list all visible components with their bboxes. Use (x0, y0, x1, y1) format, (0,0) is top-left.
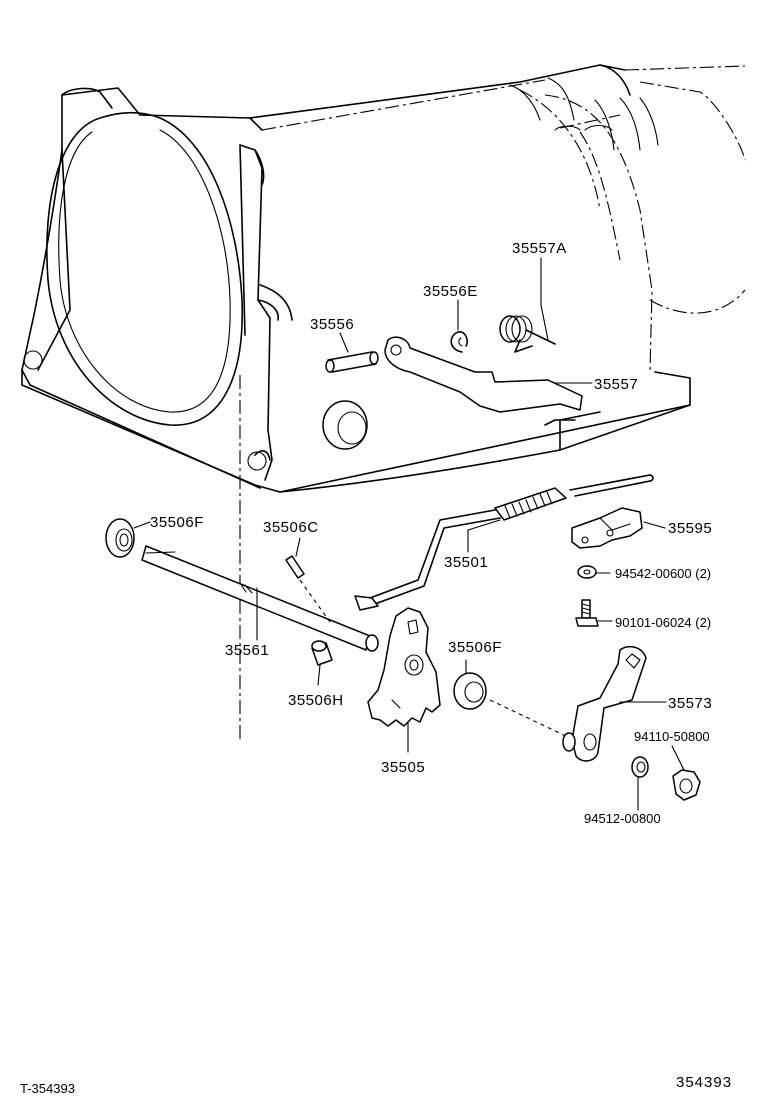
part-35595-bracket (571, 507, 643, 549)
label-35561: 35561 (225, 642, 269, 659)
label-90101-06024: 90101-06024 (2) (615, 615, 711, 630)
label-35506F-left: 35506F (150, 514, 204, 531)
part-35506H-bushing (311, 640, 333, 666)
part-35557-lever (384, 336, 583, 413)
part-90101-bolt (575, 599, 599, 627)
part-35556E-clip (450, 331, 469, 353)
label-35557: 35557 (594, 376, 638, 393)
footer-right-code: 354393 (676, 1074, 732, 1091)
label-35506F-right: 35506F (448, 639, 502, 656)
part-35506C-pin (285, 555, 331, 623)
label-35573: 35573 (668, 695, 712, 712)
part-labels: 35557A 35556E 35556 35557 35506F 35506C … (150, 240, 712, 826)
part-94512-washer (631, 756, 649, 778)
part-35505-sector (367, 607, 441, 727)
label-35556E: 35556E (423, 283, 478, 300)
part-94542-washer (577, 565, 597, 579)
part-35573-lever (562, 645, 647, 762)
label-94110-50800: 94110-50800 (634, 729, 710, 744)
label-35506C: 35506C (263, 519, 319, 536)
label-35501: 35501 (444, 554, 488, 571)
label-94542-00600: 94542-00600 (2) (615, 566, 711, 581)
part-35506F-seal-left (105, 518, 135, 558)
leader-lines (133, 257, 685, 811)
part-35501-cable (354, 474, 654, 611)
part-35506F-seal-right (453, 672, 571, 739)
label-94512-00800: 94512-00800 (584, 811, 661, 826)
label-35506H: 35506H (288, 692, 344, 709)
transmission-housing (21, 64, 746, 740)
label-35595: 35595 (668, 520, 712, 537)
label-35556: 35556 (310, 316, 354, 333)
part-35556-pin (325, 351, 379, 373)
part-35557A-spring (499, 315, 556, 353)
part-94110-nut (672, 769, 701, 801)
part-35561-shaft (141, 545, 379, 652)
footer-left-code: T-354393 (20, 1081, 75, 1096)
label-35505: 35505 (381, 759, 425, 776)
label-35557A: 35557A (512, 240, 567, 257)
